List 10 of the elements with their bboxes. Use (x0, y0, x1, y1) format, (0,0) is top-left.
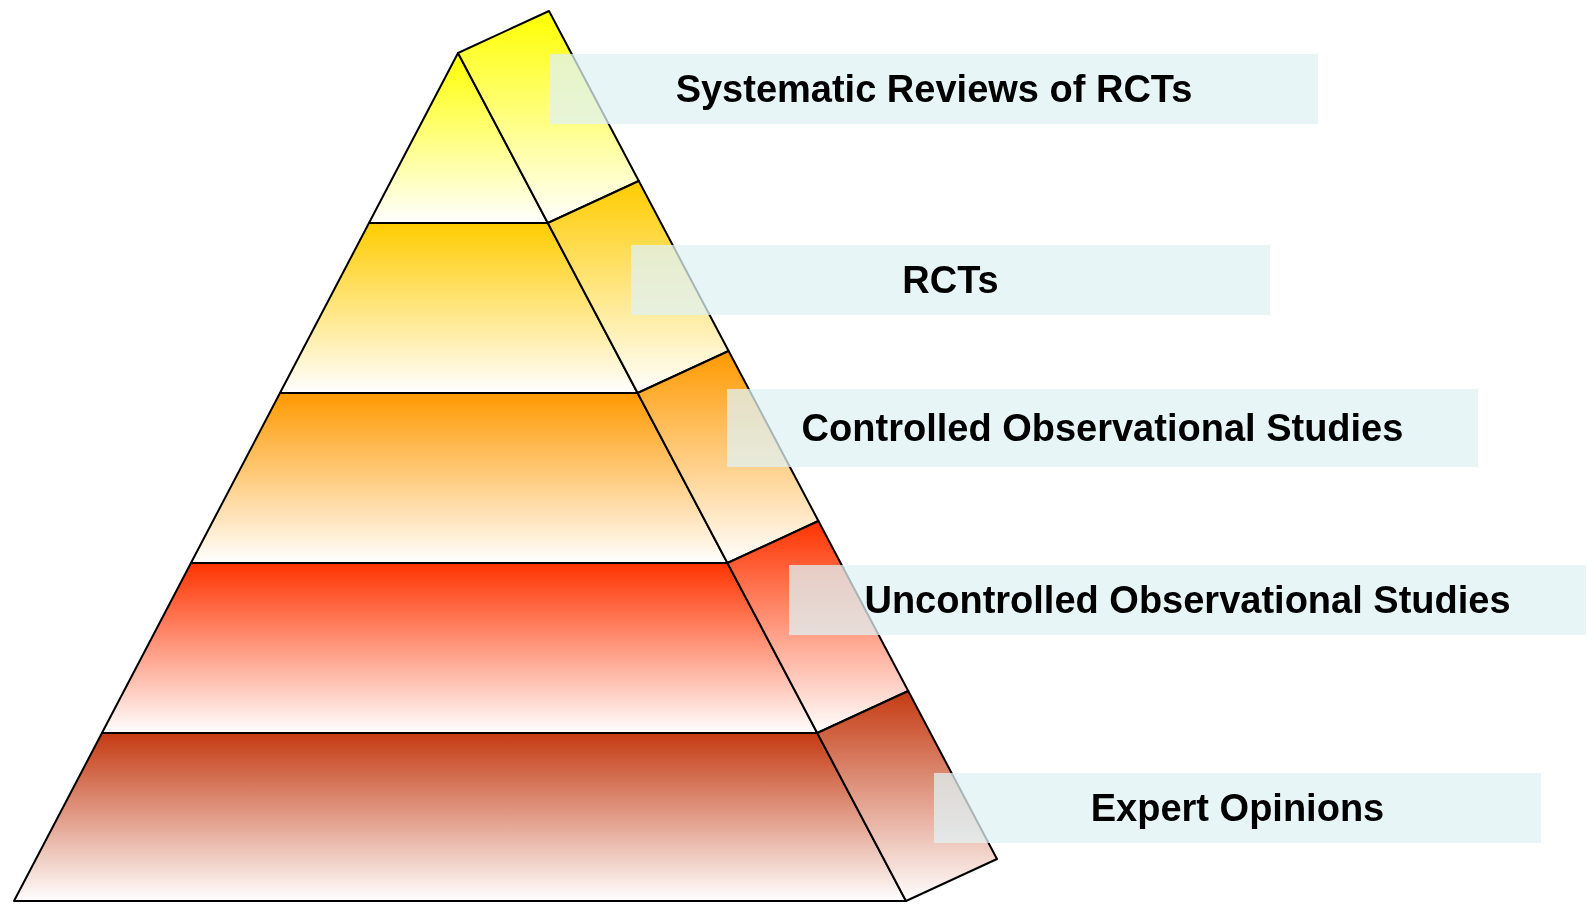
level-label: Systematic Reviews of RCTs (675, 66, 1193, 112)
label-band (934, 773, 1541, 843)
level-label: Uncontrolled Observational Studies (864, 577, 1511, 623)
level-label: RCTs (902, 257, 999, 303)
label-band (727, 389, 1478, 467)
label-band (550, 54, 1318, 124)
level-label: Controlled Observational Studies (801, 405, 1404, 451)
label-band (789, 565, 1586, 635)
level-label: Expert Opinions (1090, 785, 1385, 831)
label-band (631, 245, 1270, 315)
